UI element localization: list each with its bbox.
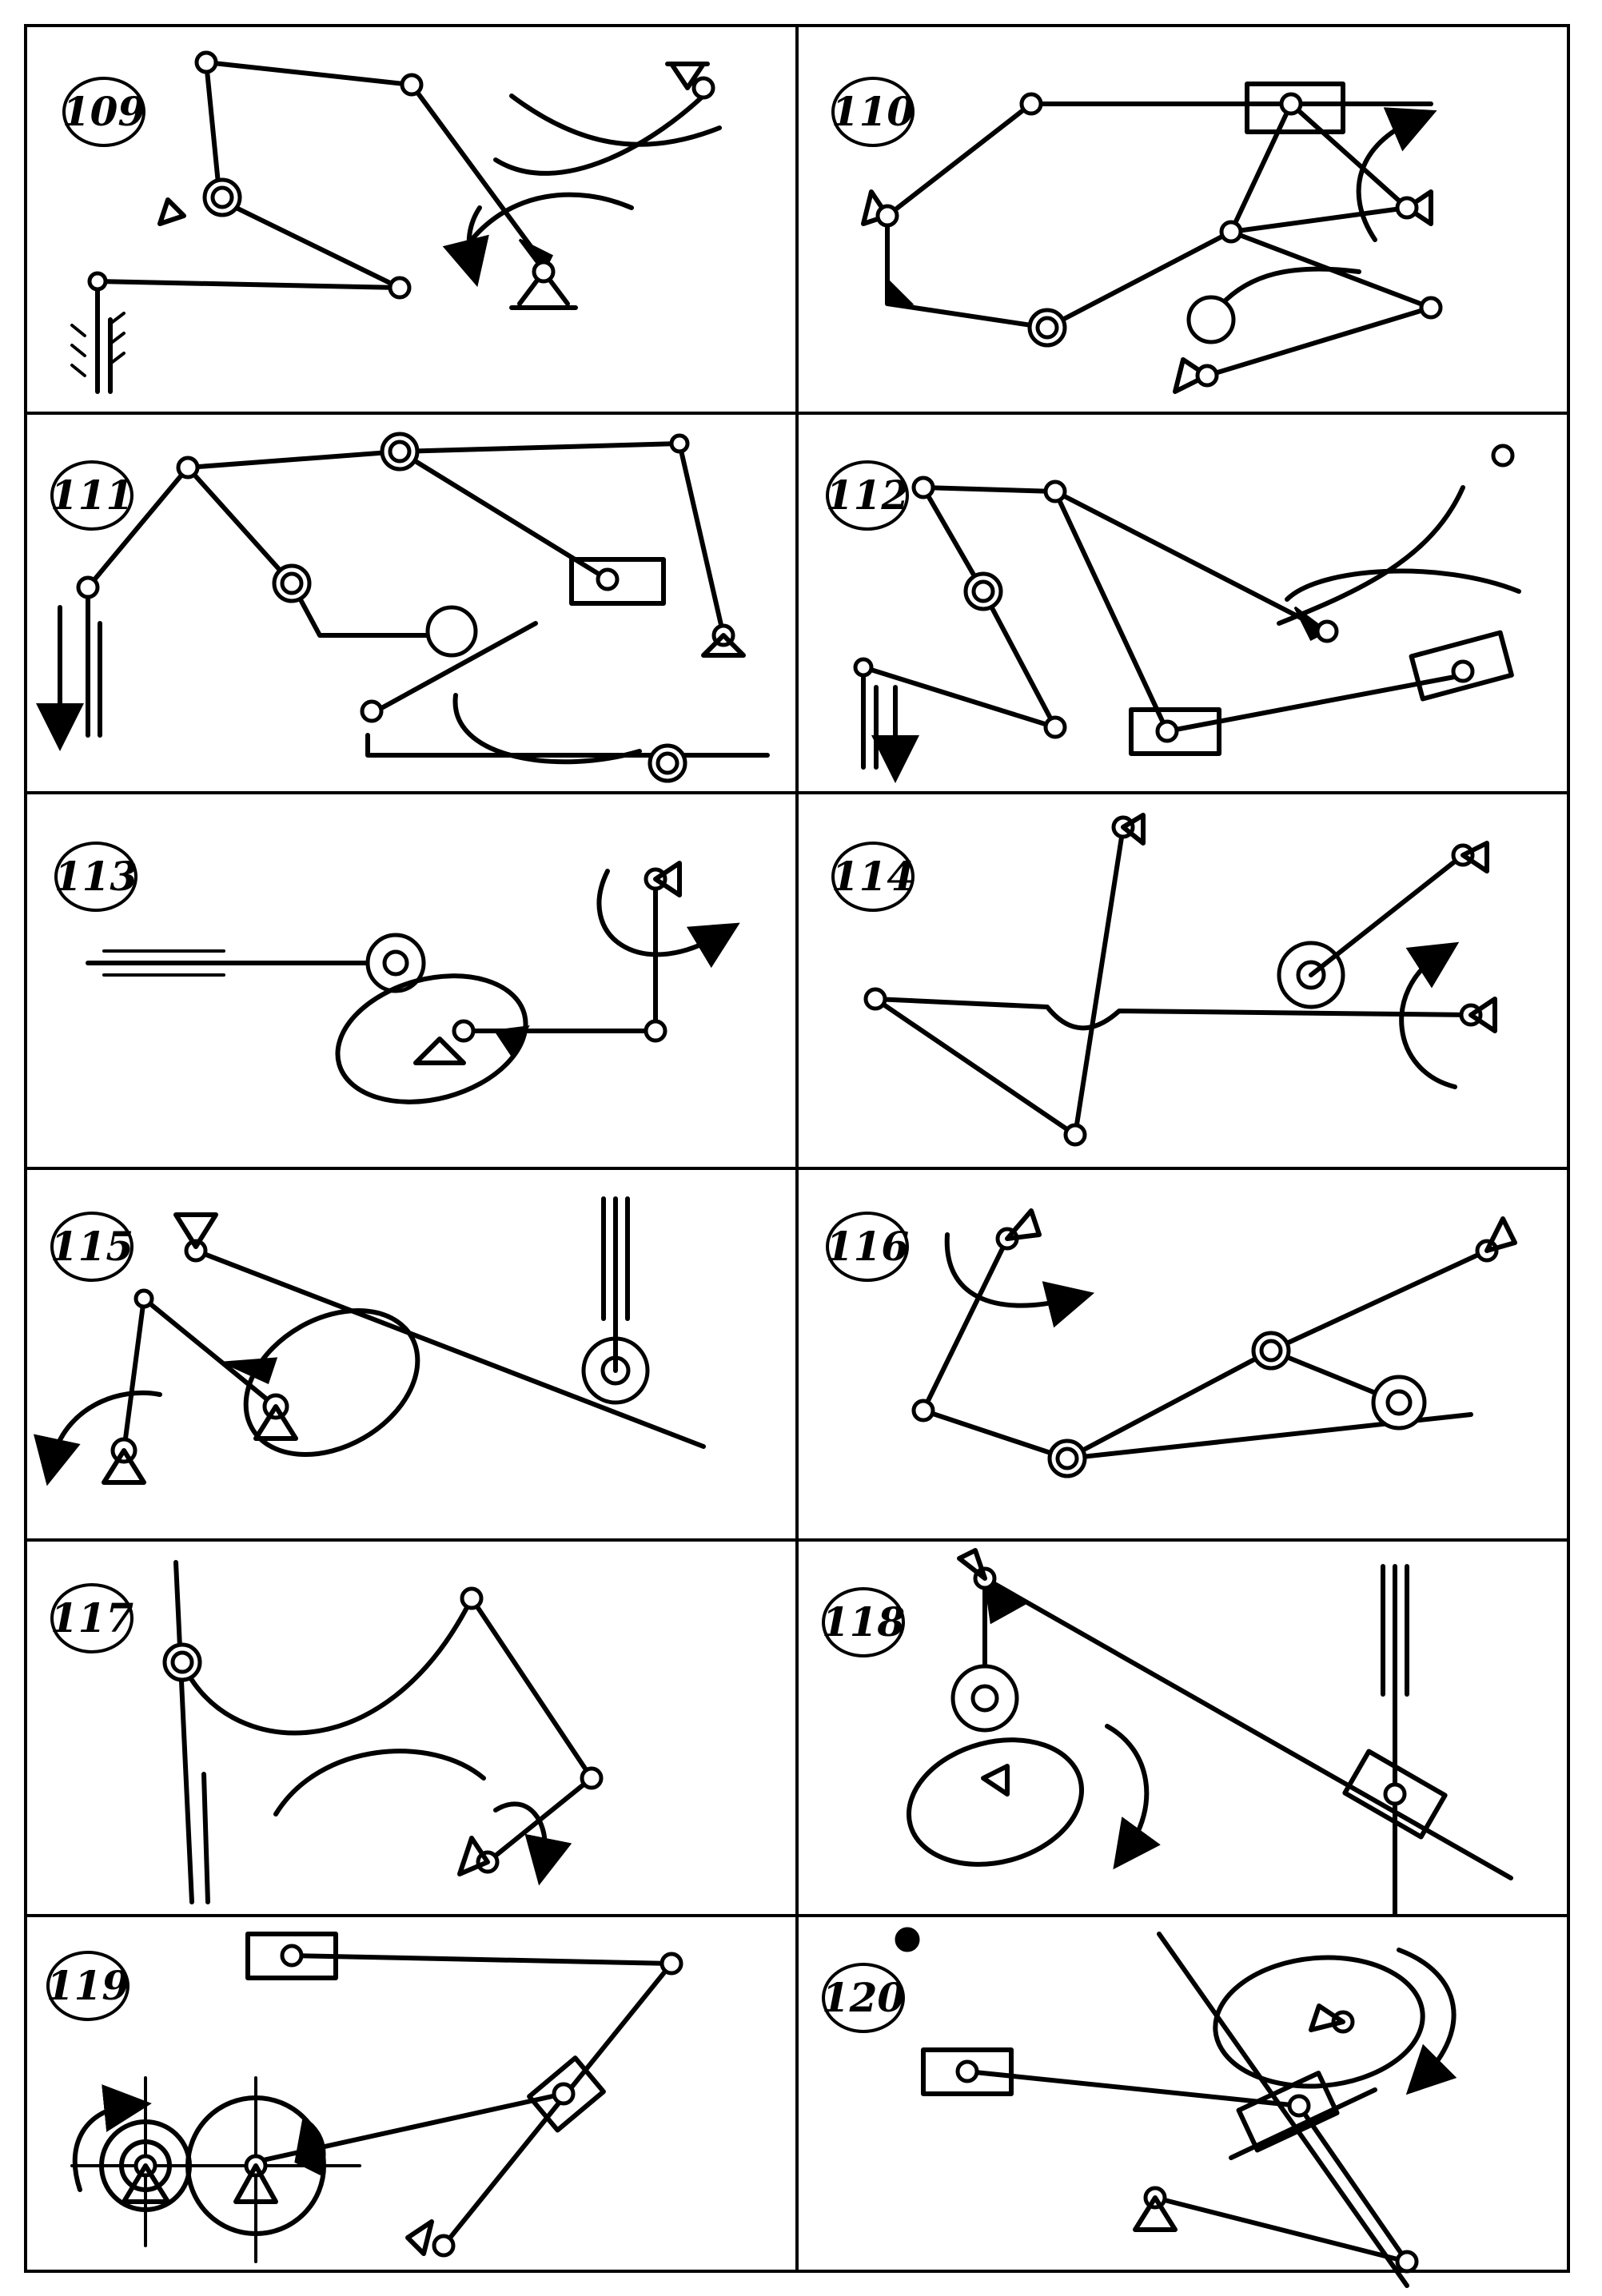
label-111: 111 — [50, 472, 134, 519]
label-119: 119 — [46, 1962, 130, 2009]
mechanism-114: 114 — [831, 813, 1497, 1147]
mechanism-116: 116 — [826, 1208, 1517, 1478]
label-110: 110 — [831, 88, 915, 135]
mechanism-117: 117 — [50, 1560, 604, 1904]
mechanism-118: 118 — [822, 1548, 1513, 1916]
label-117: 117 — [50, 1594, 134, 1641]
label-badge-116: 116 — [826, 1212, 909, 1282]
ink-dot — [895, 1927, 920, 1952]
mechanism-120: 120 — [822, 1927, 1457, 2288]
label-badge-114: 114 — [831, 842, 915, 912]
mechanism-112: 112 — [826, 444, 1521, 783]
mechanism-119: 119 — [46, 1932, 683, 2263]
label-badge-115: 115 — [50, 1212, 134, 1282]
panel-grid — [24, 24, 1570, 2273]
mechanism-110: 110 — [831, 77, 1443, 394]
mechanism-111: 111 — [36, 432, 770, 783]
label-badge-111: 111 — [50, 460, 134, 531]
mechanism-113: 113 — [54, 842, 740, 1104]
label-118: 118 — [822, 1598, 905, 1645]
label-120: 120 — [822, 1974, 906, 2021]
mechanism-115: 115 — [33, 1196, 706, 1486]
label-badge-109: 109 — [62, 77, 145, 147]
label-badge-112: 112 — [826, 460, 909, 531]
label-112: 112 — [826, 472, 909, 519]
label-badge-110: 110 — [831, 77, 915, 147]
label-badge-118: 118 — [822, 1587, 905, 1657]
label-116: 116 — [826, 1223, 909, 1270]
label-109: 109 — [62, 88, 145, 135]
label-badge-120: 120 — [822, 1963, 906, 2033]
mechanism-109: 109 — [62, 50, 722, 394]
label-113: 113 — [54, 853, 137, 900]
label-badge-113: 113 — [54, 842, 137, 912]
label-badge-117: 117 — [50, 1583, 134, 1653]
label-115: 115 — [50, 1223, 134, 1270]
label-114: 114 — [831, 853, 915, 900]
label-badge-119: 119 — [46, 1951, 130, 2021]
